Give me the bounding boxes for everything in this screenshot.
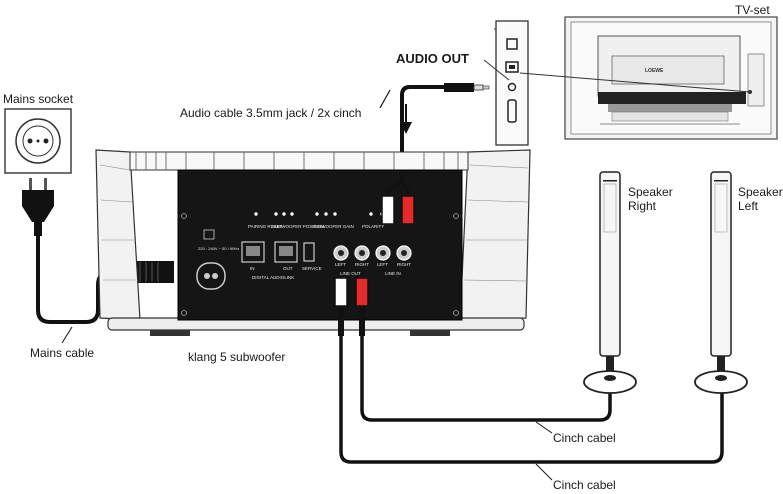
cinch-cabel-label-2: Cinch cabel [553,478,616,492]
tv-pointer-line [519,72,751,93]
polarity-label: POLARITY [362,224,384,229]
line-out-left-label: LEFT [335,262,346,267]
audio-out-pointer-line [483,59,510,81]
audio-out-jack-icon [507,82,517,92]
mains-socket-label: Mains socket [3,92,74,106]
lan-port-icon [505,61,519,73]
line-out-plugs [334,277,369,336]
mains-cable-label: Mains cable [30,346,95,360]
tv-connector-panel [494,20,529,146]
tv-set: LOEWE [564,16,778,140]
power-inlet-icon [196,262,226,290]
line-out-label: LINE OUT [340,271,361,276]
audio-out-label: AUDIO OUT [396,51,469,66]
speaker-right [583,171,637,394]
line-out-right-label: RIGHT [355,262,369,267]
service-port-icon [303,242,315,262]
tv-brand: LOEWE [645,68,664,74]
line-in-right-label: RIGHT [397,262,411,267]
power-switch-icon [203,229,215,240]
cinch-cable-right [360,336,612,422]
in-label: IN [250,266,255,271]
speaker-left-label-line1: Speaker [738,185,783,199]
usb-port-icon [506,38,518,50]
speaker-right-label-line1: Speaker [628,185,673,199]
voltage-label: 220 - 240V ~ 50 / 60Hz [198,246,239,251]
subwoofer-gain-label: SUBWOOFER GAIN [312,224,354,229]
subwoofer [95,149,531,336]
digital-out-port-icon [274,241,298,263]
out-label: OUT [283,266,293,271]
audio-cable-label: Audio cable 3.5mm jack / 2x cinch [180,106,362,120]
line-in-left-label: LEFT [377,262,388,267]
audio-cable [400,85,444,190]
speaker-left [694,171,748,394]
hdmi-port-icon [507,99,517,123]
subwoofer-position-label: SUBWOOFER POSITION [272,224,324,229]
jack-plug [444,83,490,92]
speaker-right-label-line2: Right [628,199,657,213]
mains-plug [22,178,54,236]
mains-socket [4,108,72,174]
panel-labels: PAIRING RESET SUBWOOFER POSITION SUBWOOF… [198,224,411,280]
subwoofer-label: klang 5 subwoofer [188,350,286,364]
line-in-label: LINE IN [385,271,401,276]
service-label: SERVICE [302,266,322,271]
cinch-cable-left [339,336,724,464]
speaker-left-label-line2: Left [738,199,759,213]
cinch-cabel-label-1: Cinch cabel [553,431,616,445]
digital-in-port-icon [241,241,265,263]
tv-set-label: TV-set [735,3,770,17]
pairing-reset-label: PAIRING RESET [248,224,283,229]
y-split-plugs [381,174,415,225]
digital-audiolink-label: DIGITAL AUDIOLINK [252,275,294,280]
